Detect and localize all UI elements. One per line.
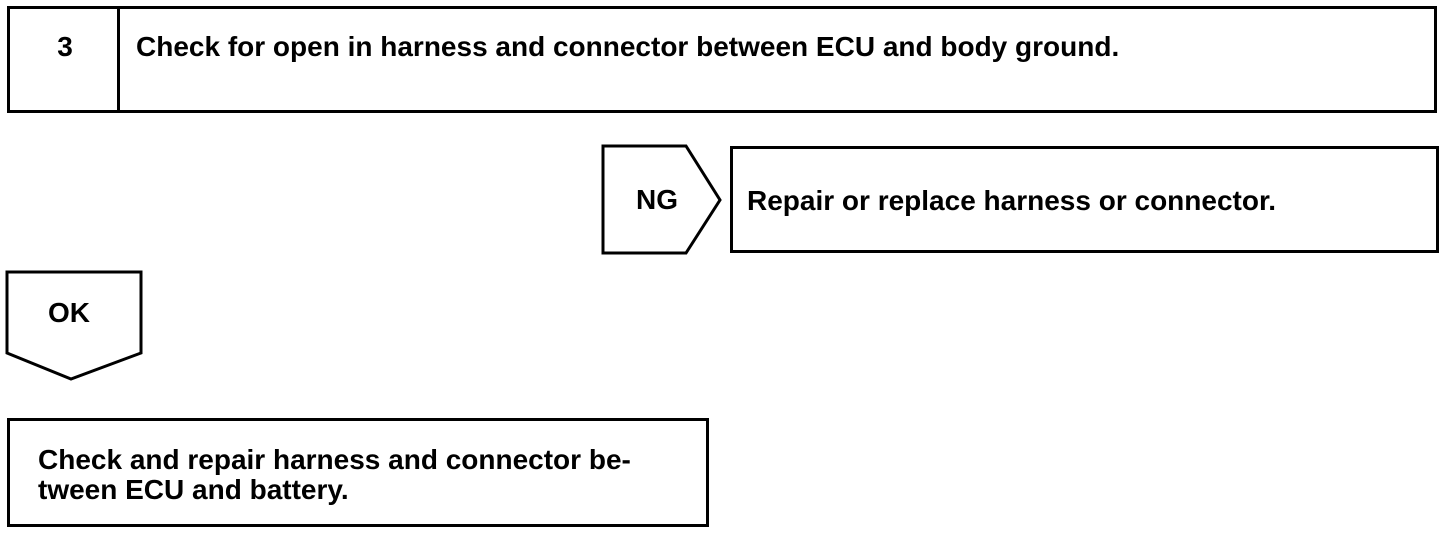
ok-action-line: tween ECU and battery. [38, 474, 349, 505]
ng-action-box: Repair or replace harness or connector. [730, 146, 1439, 253]
step-title: Check for open in harness and connector … [136, 31, 1120, 62]
ok-action-box: Check and repair harness and connector b… [7, 418, 709, 527]
ok-action-text: Check and repair harness and connector b… [38, 445, 631, 505]
step-box: 3 Check for open in harness and connecto… [7, 6, 1437, 113]
ng-action-text: Repair or replace harness or connector. [747, 185, 1277, 216]
ok-arrow-shape [5, 270, 143, 381]
step-number: 3 [57, 31, 73, 62]
ok-action-line: Check and repair harness and connector b… [38, 444, 631, 475]
step-number-cell: 3 [10, 9, 120, 110]
ng-label: NG [636, 184, 678, 215]
ok-label: OK [48, 297, 90, 328]
ng-arrow-shape [601, 144, 722, 255]
